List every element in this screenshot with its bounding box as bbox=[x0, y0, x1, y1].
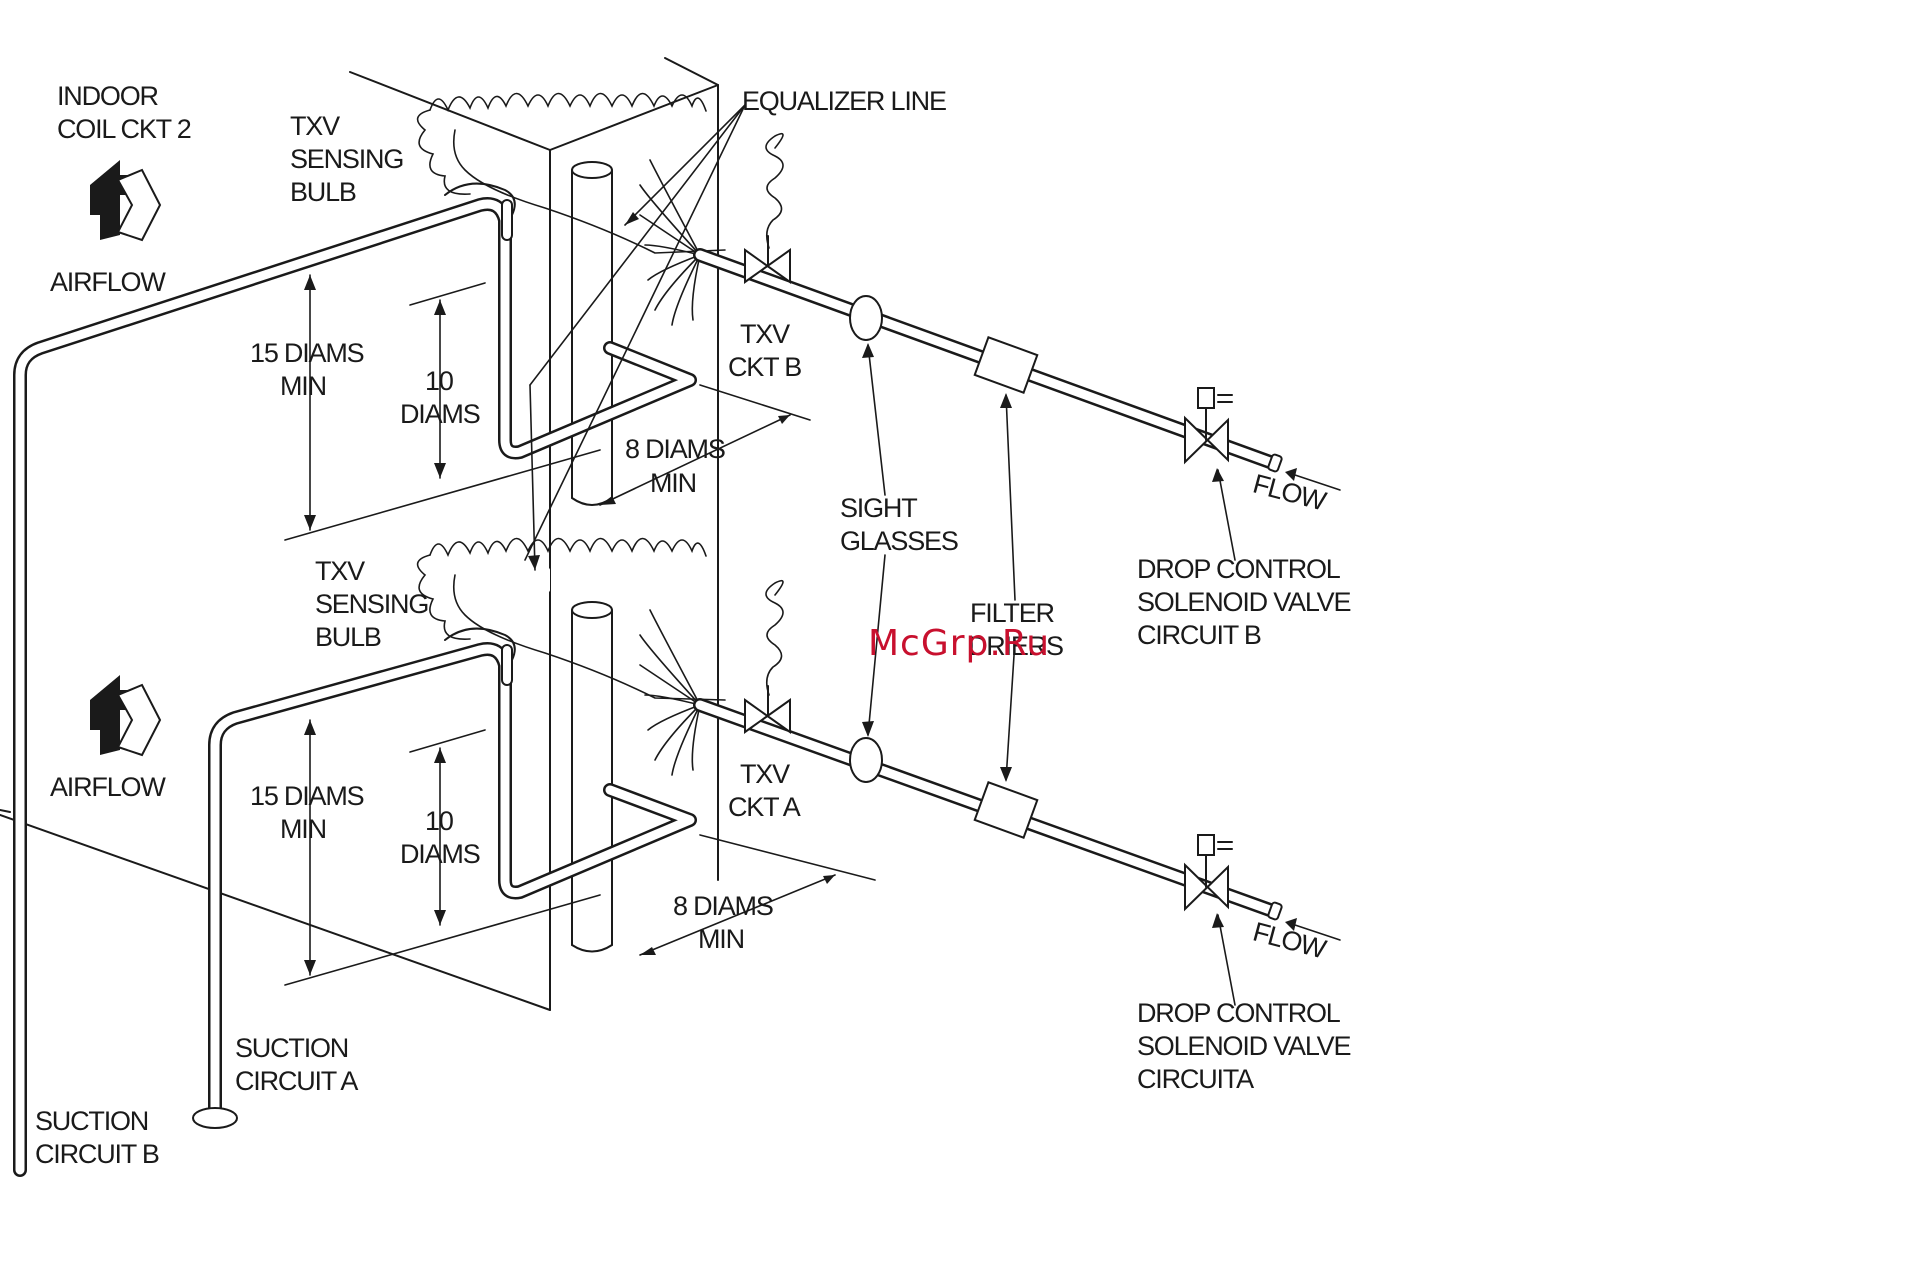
sight-glasses-label: GLASSES bbox=[840, 526, 958, 556]
solenoid-valve-circuit-b bbox=[1184, 387, 1233, 465]
filter-driers-label: DRIERS bbox=[968, 631, 1063, 661]
suction-circuit-a-label: SUCTION bbox=[235, 1033, 348, 1063]
filter-drier-top bbox=[973, 336, 1039, 394]
equalizer-line-leaders bbox=[524, 104, 746, 571]
sight-glass-bottom bbox=[849, 737, 883, 783]
diams-10-label: DIAMS bbox=[400, 399, 480, 429]
txv-ckt-b-label: TXV bbox=[740, 319, 790, 349]
filter-drier-bottom bbox=[973, 781, 1039, 839]
airflow-label: AIRFLOW bbox=[50, 772, 166, 802]
sight-glass-leaders bbox=[862, 343, 886, 737]
suction-circuit-b-label: CIRCUIT B bbox=[35, 1139, 159, 1169]
drop-control-a-label: CIRCUITA bbox=[1137, 1064, 1254, 1094]
indoor-coil-label: COIL CKT 2 bbox=[57, 114, 191, 144]
distributor-fan-top bbox=[639, 159, 701, 326]
suction-pipe-circuit-a bbox=[192, 627, 697, 1129]
diams-15-label: MIN bbox=[280, 814, 326, 844]
drop-control-a-label: SOLENOID VALVE bbox=[1137, 1031, 1350, 1061]
diams-10-label: DIAMS bbox=[400, 839, 480, 869]
drop-control-b-label: SOLENOID VALVE bbox=[1137, 587, 1350, 617]
txv-sensing-bulb-label: BULB bbox=[315, 622, 381, 652]
airflow-arrow-icon bbox=[90, 160, 162, 242]
txv-sensing-bulb-label: SENSING bbox=[315, 589, 428, 619]
diams-8-label: MIN bbox=[650, 468, 696, 498]
txv-ckt-a-label: CKT A bbox=[728, 792, 801, 822]
drop-control-b-label: CIRCUIT B bbox=[1137, 620, 1261, 650]
flow-arrows bbox=[1285, 468, 1341, 941]
txv-sensing-bulb-label: TXV bbox=[315, 556, 365, 586]
suction-circuit-a-label: CIRCUIT A bbox=[235, 1066, 358, 1096]
txv-sensing-bulb-label: BULB bbox=[290, 177, 356, 207]
airflow-arrow-icon bbox=[90, 675, 162, 757]
capillary-coil-bottom bbox=[416, 537, 784, 701]
txv-sensing-bulb-label: TXV bbox=[290, 111, 340, 141]
equalizer-line-label: EQUALIZER LINE bbox=[742, 86, 946, 116]
capillary-coil-top bbox=[416, 92, 784, 254]
txv-ckt-b-label: CKT B bbox=[728, 352, 801, 382]
dimension-15-diams-bottom bbox=[284, 719, 601, 986]
diams-8-label: MIN bbox=[698, 924, 744, 954]
suction-circuit-b-label: SUCTION bbox=[35, 1106, 148, 1136]
txv-ckt-b-valve bbox=[744, 235, 791, 284]
dimension-10-diams-bottom bbox=[409, 729, 486, 926]
distributor-fan-bottom bbox=[639, 609, 701, 776]
txv-ckt-a-label: TXV bbox=[740, 759, 790, 789]
distributor-header-top bbox=[571, 161, 613, 506]
suction-pipe-circuit-b bbox=[13, 182, 697, 1177]
drop-control-a-label: DROP CONTROL bbox=[1137, 998, 1341, 1028]
diams-10-label: 10 bbox=[425, 806, 453, 836]
indoor-coil-label: INDOOR bbox=[57, 81, 159, 111]
labels: INDOOR COIL CKT 2 EQUALIZER LINE TXV SEN… bbox=[35, 81, 1352, 1169]
drop-control-b-label: DROP CONTROL bbox=[1137, 554, 1341, 584]
solenoid-valve-circuit-a bbox=[1184, 834, 1233, 912]
diams-15-label: 15 DIAMS bbox=[250, 338, 364, 368]
sight-glasses-label: SIGHT bbox=[840, 493, 917, 523]
watermark: McGrp.Ru bbox=[868, 623, 1050, 664]
diams-15-label: MIN bbox=[280, 371, 326, 401]
txv-sensing-bulb-label: SENSING bbox=[290, 144, 403, 174]
dimension-15-diams-top bbox=[284, 274, 601, 541]
coil-box-outline bbox=[0, 57, 719, 1011]
dimension-8-diams-top bbox=[599, 384, 811, 506]
dimension-8-diams-bottom bbox=[639, 834, 876, 956]
txv-ckt-a-valve bbox=[744, 685, 791, 734]
solenoid-valve-leaders bbox=[1212, 468, 1236, 1006]
diams-15-label: 15 DIAMS bbox=[250, 781, 364, 811]
filter-drier-leaders bbox=[1000, 393, 1016, 782]
airflow-label: AIRFLOW bbox=[50, 267, 166, 297]
dimension-10-diams-top bbox=[409, 282, 486, 479]
diams-8-label: 8 DIAMS bbox=[673, 891, 773, 921]
sight-glass-top bbox=[849, 295, 883, 341]
filter-driers-label: FILTER bbox=[970, 598, 1055, 628]
distributor-header-bottom bbox=[571, 601, 613, 953]
diams-10-label: 10 bbox=[425, 366, 453, 396]
diams-8-label: 8 DIAMS bbox=[625, 434, 725, 464]
